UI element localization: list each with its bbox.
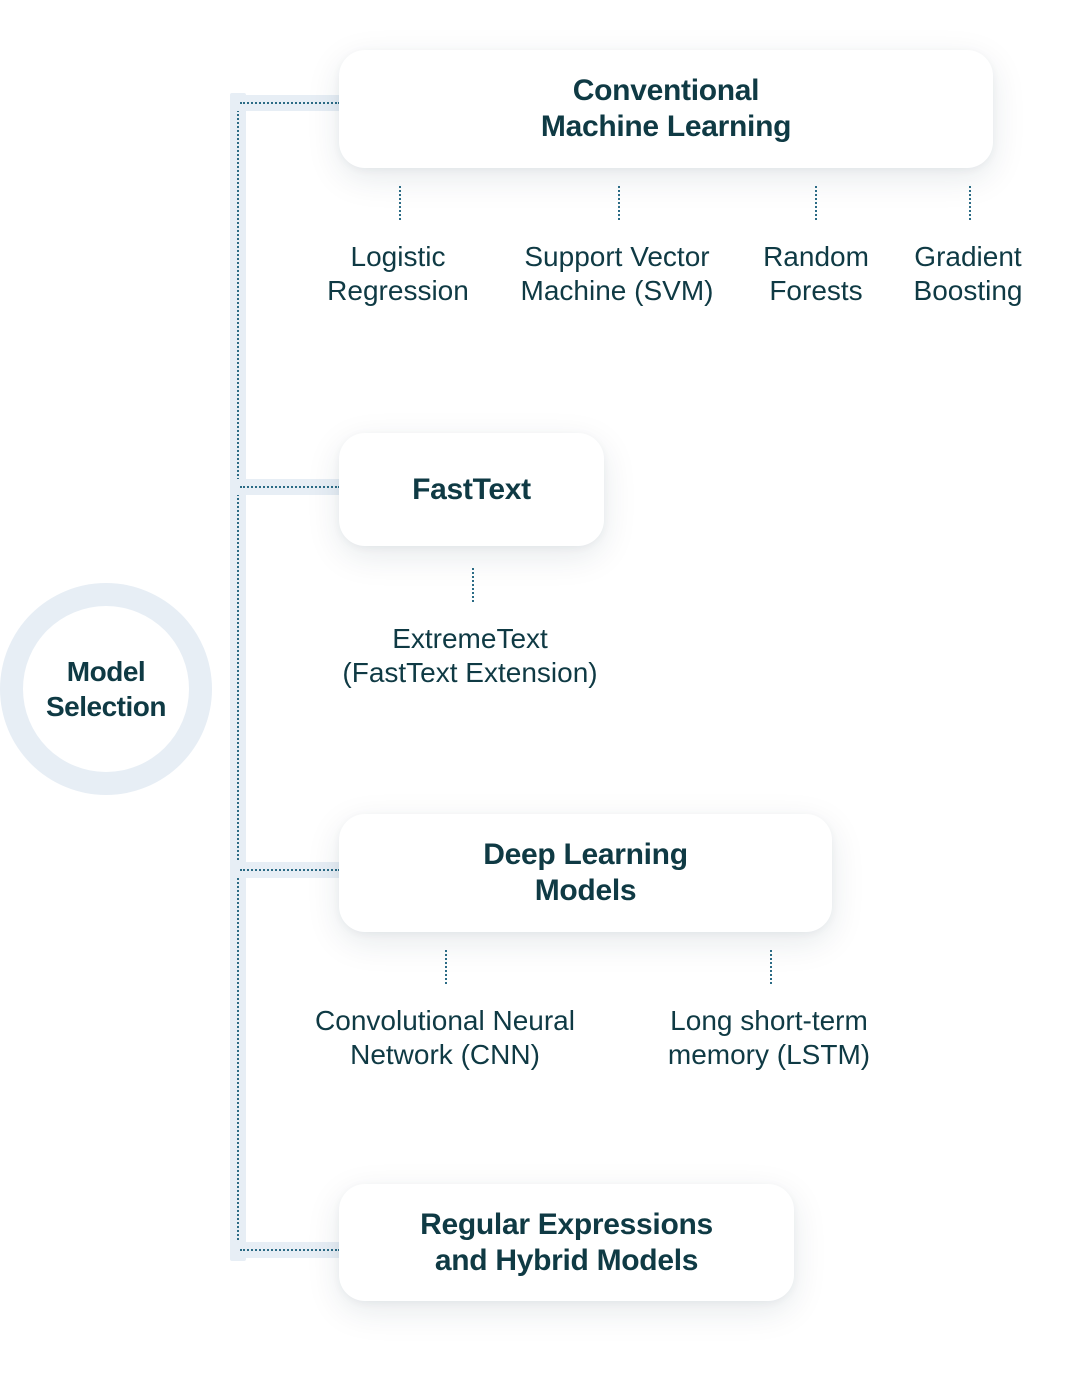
category-label: Deep Learning Models <box>483 838 688 907</box>
leaf-random-forests: Random Forests <box>763 241 869 306</box>
category-label: Regular Expressions and Hybrid Models <box>420 1207 713 1277</box>
leaf-svm: Support Vector Machine (SVM) <box>520 241 714 306</box>
category-card-fasttext: FastText <box>339 433 604 546</box>
child-connector <box>399 186 401 220</box>
child-connector <box>618 186 620 220</box>
category-label: FastText <box>412 472 531 506</box>
child-connector <box>770 950 772 984</box>
branch-connector-2 <box>240 486 340 488</box>
child-connector <box>445 950 447 984</box>
leaf-cnn: Convolutional Neural Network (CNN) <box>315 1005 575 1070</box>
root-label: Model Selection <box>46 656 166 722</box>
leaf-extremetext: ExtremeText (FastText Extension) <box>342 623 598 688</box>
leaf-logistic-regression: Logistic Regression <box>327 241 469 306</box>
category-card-deep-learning: Deep Learning Models <box>339 814 832 932</box>
child-connector <box>815 186 817 220</box>
leaf-lstm: Long short-term memory (LSTM) <box>667 1005 871 1070</box>
branch-connector-4 <box>240 1249 340 1251</box>
spine-connector <box>237 103 239 1251</box>
branch-connector-3 <box>240 869 340 871</box>
branch-connector-1 <box>240 102 340 104</box>
category-label: Conventional Machine Learning <box>540 74 792 143</box>
root-node: Model Selection <box>0 583 212 795</box>
root-node-inner: Model Selection <box>23 606 189 772</box>
category-card-conventional-ml: Conventional Machine Learning <box>339 50 993 168</box>
child-connector <box>969 186 971 220</box>
child-connector <box>472 568 474 602</box>
category-card-regex-hybrid: Regular Expressions and Hybrid Models <box>339 1184 794 1301</box>
leaf-gradient-boosting: Gradient Boosting <box>913 241 1023 306</box>
